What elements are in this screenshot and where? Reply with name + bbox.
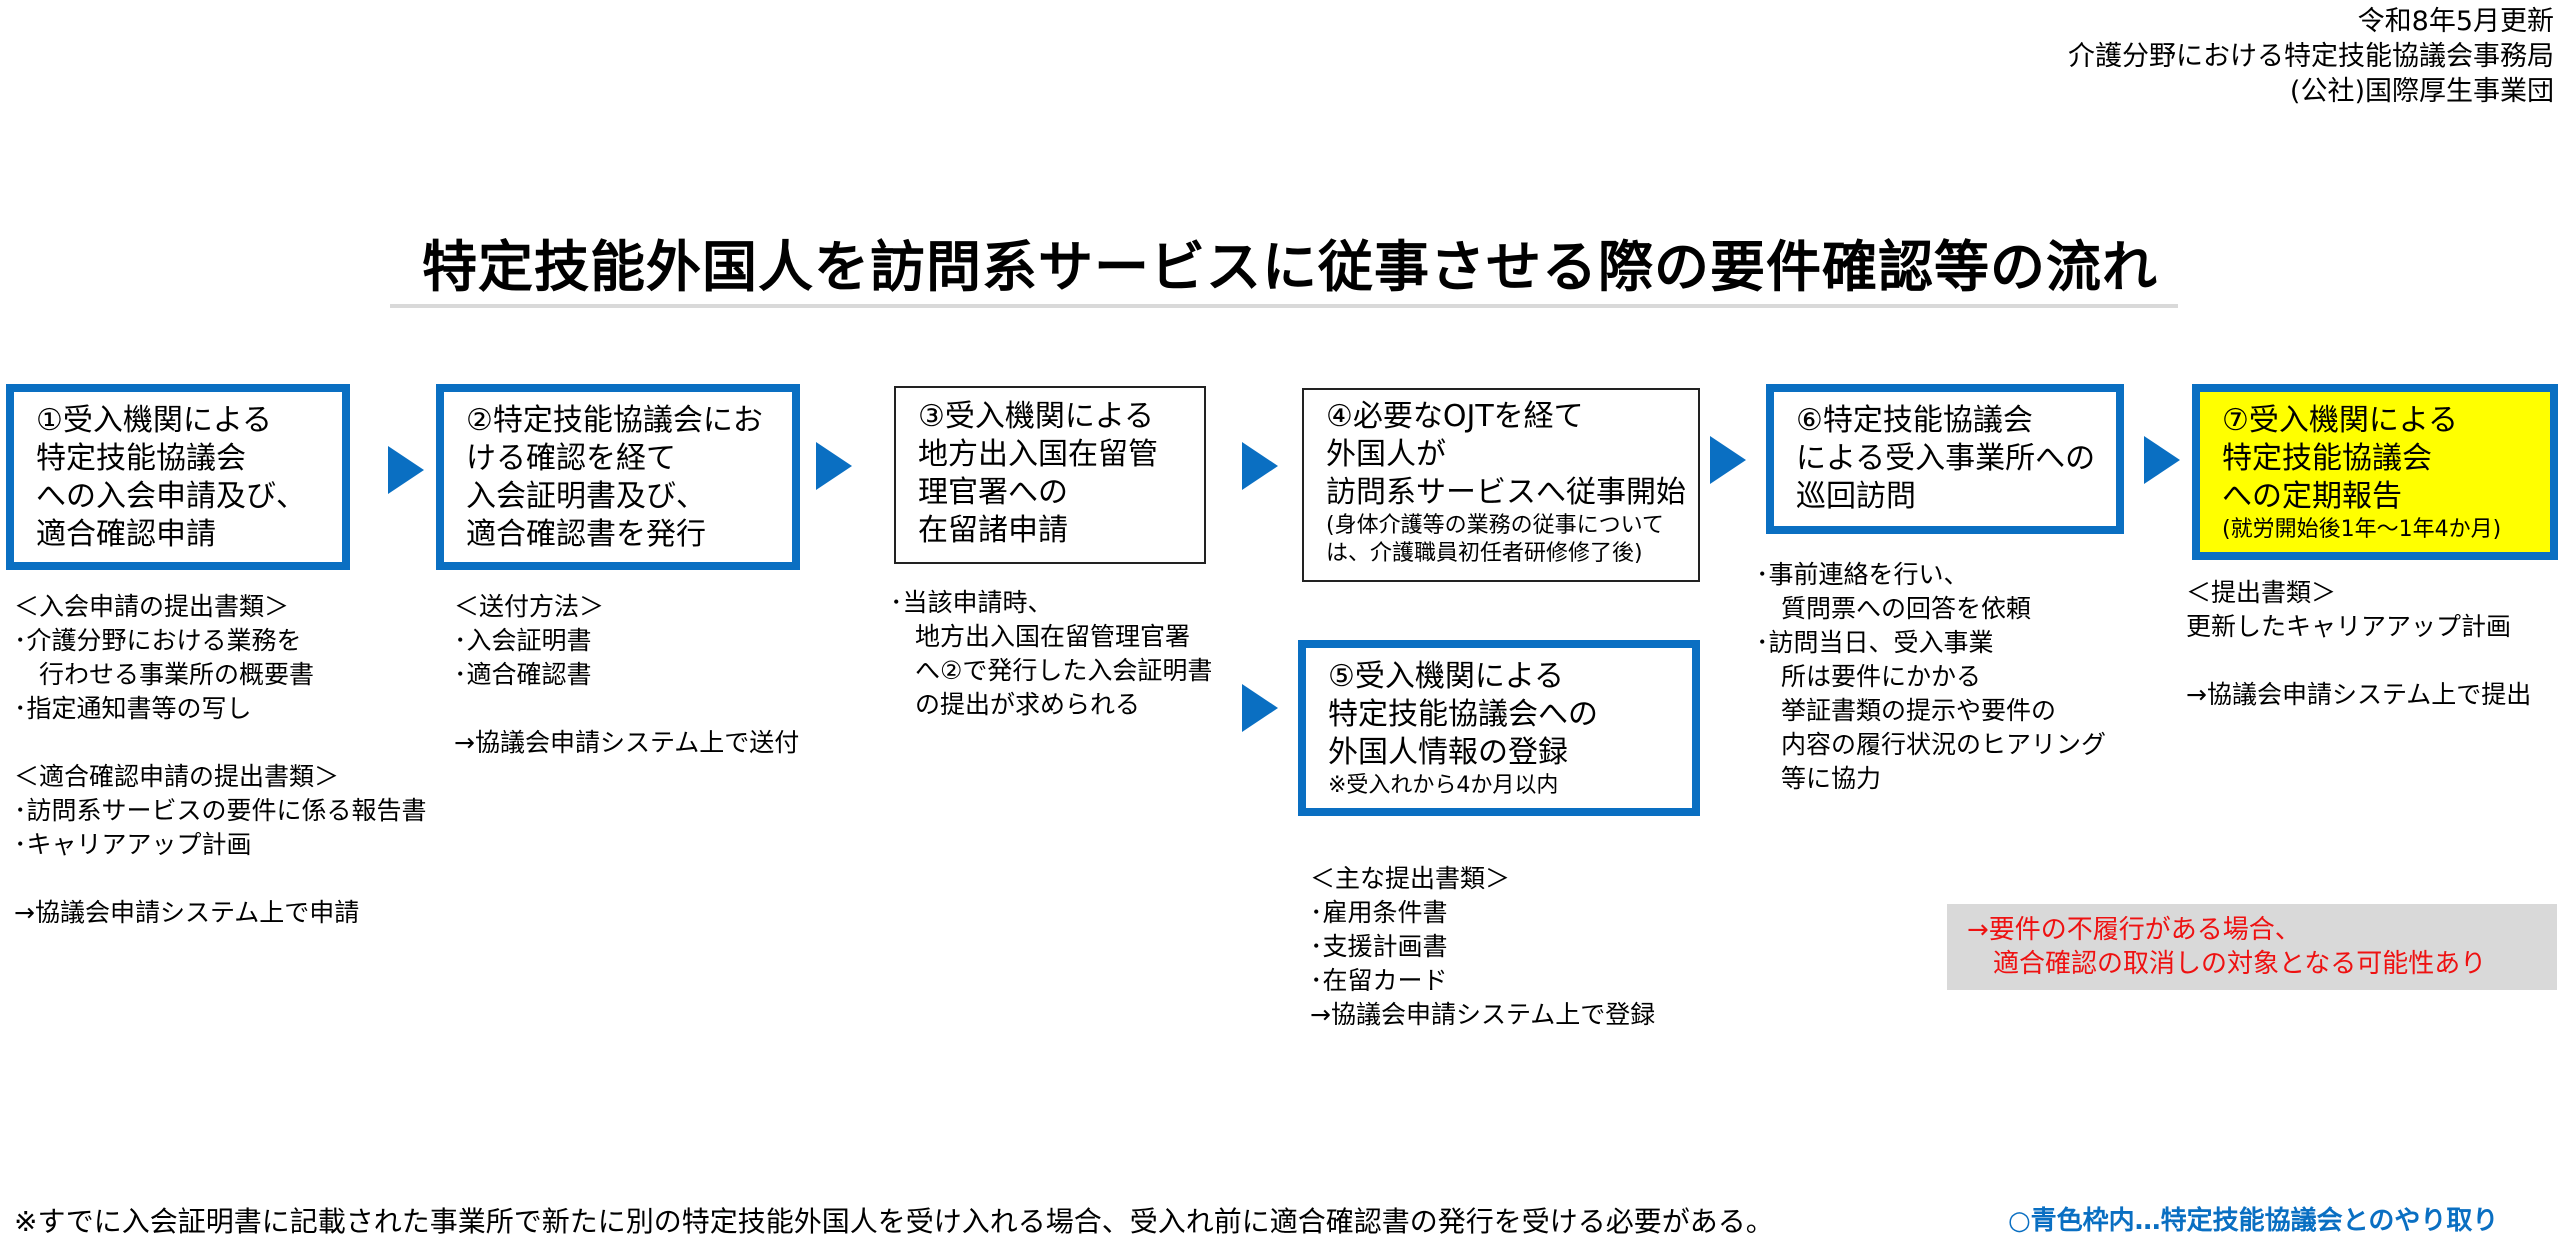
step-4-line-1: ④必要なOJTを経て — [1326, 399, 1584, 434]
organization-name: (公社)国際厚生事業団 — [2289, 76, 2554, 107]
update-date: 令和8年5月更新 — [2357, 6, 2554, 37]
step-3-line-3: 理官署への — [918, 475, 1068, 510]
arrow-right-5 — [2144, 436, 2180, 484]
secretariat-name: 介護分野における特定技能協議会事務局 — [2068, 41, 2554, 72]
step-5-line-3: 外国人情報の登録 — [1328, 735, 1568, 770]
note-6-line: 質問票への回答を依頼 — [1756, 594, 2032, 623]
note-5-line: ･支援計画書 — [1310, 932, 1448, 961]
step-3-line-1: ③受入機関による — [918, 399, 1154, 434]
note-2-line: ･入会証明書 — [454, 626, 592, 655]
note-2-line: ･適合確認書 — [454, 660, 592, 689]
note-1-line: ＜入会申請の提出書類＞ — [14, 592, 290, 621]
note-1-line: ･キャリアアップ計画 — [14, 830, 252, 859]
step-3-notes: ･当該申請時、 地方出入国在留管理官署 へ②で発行した入会証明書 の提出が求めら… — [890, 586, 1212, 722]
footer-note: ※すでに入会証明書に記載された事業所で新たに別の特定技能外国人を受け入れる場合、… — [14, 1205, 1774, 1238]
note-2-line: →協議会申請システム上で送付 — [454, 728, 800, 757]
step-1-box: ①受入機関による 特定技能協議会 への入会申請及び、 適合確認申請 — [6, 384, 350, 570]
step-1-notes: ＜入会申請の提出書類＞ ･介護分野における業務を 行わせる事業所の概要書 ･指定… — [14, 590, 427, 930]
note-5-line: ･雇用条件書 — [1310, 898, 1448, 927]
note-1-line: ･訪問系サービスの要件に係る報告書 — [14, 796, 427, 825]
note-7-line: ＜提出書類＞ — [2186, 578, 2337, 607]
step-7-box: ⑦受入機関による 特定技能協議会 への定期報告 (就労開始後1年～1年4か月) — [2192, 384, 2558, 560]
note-6-line: 内容の履行状況のヒアリング — [1756, 730, 2107, 759]
note-1-line: ＜適合確認申請の提出書類＞ — [14, 762, 340, 791]
step-2-line-2: ける確認を経て — [466, 441, 676, 476]
note-1-line: 行わせる事業所の概要書 — [14, 660, 315, 689]
step-5-line-2: 特定技能協議会への — [1328, 697, 1598, 732]
note-1-line: →協議会申請システム上で申請 — [14, 898, 360, 927]
note-6-line: ･事前連絡を行い、 — [1756, 560, 1969, 589]
step-2-line-4: 適合確認書を発行 — [466, 517, 706, 552]
step-4-note-2: は、介護職員初任者研修修了後) — [1326, 541, 1643, 566]
step-5-box: ⑤受入機関による 特定技能協議会への 外国人情報の登録 ※受入れから4か月以内 — [1298, 640, 1700, 816]
note-6-line: 所は要件にかかる — [1756, 662, 1982, 691]
note-7-line — [2186, 644, 2531, 678]
note-3-line: へ②で発行した入会証明書 — [890, 656, 1213, 685]
arrow-right-2 — [816, 442, 852, 490]
step-4-box: ④必要なOJTを経て 外国人が 訪問系サービスへ従事開始 (身体介護等の業務の従… — [1302, 388, 1700, 582]
step-5-notes: ＜主な提出書類＞ ･雇用条件書 ･支援計画書 ･在留カード →協議会申請システム… — [1310, 862, 1655, 1032]
step-5-note: ※受入れから4か月以内 — [1328, 773, 1559, 798]
note-3-line: の提出が求められる — [890, 690, 1141, 719]
step-7-line-2: 特定技能協議会 — [2222, 441, 2432, 476]
note-2-line: ＜送付方法＞ — [454, 592, 605, 621]
step-6-line-2: による受入事業所への — [1796, 441, 2096, 476]
step-4-line-3: 訪問系サービスへ従事開始 — [1326, 475, 1686, 510]
step-7-line-3: への定期報告 — [2222, 479, 2402, 514]
page-title: 特定技能外国人を訪問系サービスに従事させる際の要件確認等の流れ — [421, 235, 2158, 299]
step-4-line-2: 外国人が — [1326, 437, 1446, 472]
warning-line-1: →要件の不履行がある場合、 — [1967, 915, 2301, 945]
legend-blue-frame: ○青色枠内…特定技能協議会とのやり取り — [2008, 1206, 2499, 1236]
note-6-line: ･訪問当日、受入事業 — [1756, 628, 1994, 657]
step-7-notes: ＜提出書類＞ 更新したキャリアアップ計画 →協議会申請システム上で提出 — [2186, 576, 2531, 712]
note-3-line: ･当該申請時、 — [890, 588, 1053, 617]
step-1-line-3: への入会申請及び、 — [36, 479, 306, 514]
step-4-note-1: (身体介護等の業務の従事について — [1326, 513, 1664, 538]
note-7-line: →協議会申請システム上で提出 — [2186, 680, 2532, 709]
step-6-box: ⑥特定技能協議会 による受入事業所への 巡回訪問 — [1766, 384, 2124, 534]
note-1-line: ･介護分野における業務を — [14, 626, 302, 655]
step-5-line-1: ⑤受入機関による — [1328, 659, 1564, 694]
step-3-box: ③受入機関による 地方出入国在留管 理官署への 在留諸申請 — [894, 386, 1206, 564]
note-1-line — [14, 726, 427, 760]
note-6-line: 等に協力 — [1756, 764, 1882, 793]
note-5-line: ＜主な提出書類＞ — [1310, 864, 1511, 893]
step-7-note: (就労開始後1年～1年4か月) — [2222, 517, 2502, 542]
step-2-line-1: ②特定技能協議会にお — [466, 403, 763, 438]
note-7-line: 更新したキャリアアップ計画 — [2186, 612, 2512, 641]
step-1-line-4: 適合確認申請 — [36, 517, 216, 552]
step-6-line-1: ⑥特定技能協議会 — [1796, 403, 2033, 438]
step-1-line-2: 特定技能協議会 — [36, 441, 246, 476]
note-2-line — [454, 692, 799, 726]
step-1-line-1: ①受入機関による — [36, 403, 272, 438]
note-6-line: 挙証書類の提示や要件の — [1756, 696, 2057, 725]
step-6-notes: ･事前連絡を行い、 質問票への回答を依頼 ･訪問当日、受入事業 所は要件にかかる… — [1756, 558, 2106, 796]
title-underline — [390, 304, 2178, 308]
arrow-right-1 — [388, 446, 424, 494]
note-1-line — [14, 862, 427, 896]
arrow-right-3b — [1242, 684, 1278, 732]
step-2-notes: ＜送付方法＞ ･入会証明書 ･適合確認書 →協議会申請システム上で送付 — [454, 590, 799, 760]
note-1-line: ･指定通知書等の写し — [14, 694, 252, 723]
warning-line-2: 適合確認の取消しの対象となる可能性あり — [1967, 949, 2487, 979]
step-3-line-2: 地方出入国在留管 — [918, 437, 1158, 472]
step-7-line-1: ⑦受入機関による — [2222, 403, 2458, 438]
note-5-line: →協議会申請システム上で登録 — [1310, 1000, 1656, 1029]
note-3-line: 地方出入国在留管理官署 — [890, 622, 1191, 651]
note-5-line: ･在留カード — [1310, 966, 1448, 995]
step-2-box: ②特定技能協議会にお ける確認を経て 入会証明書及び、 適合確認書を発行 — [436, 384, 800, 570]
header-info: 令和8年5月更新 介護分野における特定技能協議会事務局 (公社)国際厚生事業団 — [2068, 4, 2554, 109]
arrow-right-3 — [1242, 442, 1278, 490]
warning-box: →要件の不履行がある場合、 適合確認の取消しの対象となる可能性あり — [1947, 904, 2557, 990]
step-3-line-4: 在留諸申請 — [918, 513, 1068, 548]
step-2-line-3: 入会証明書及び、 — [466, 479, 706, 514]
arrow-right-4 — [1710, 436, 1746, 484]
step-6-line-3: 巡回訪問 — [1796, 479, 1916, 514]
